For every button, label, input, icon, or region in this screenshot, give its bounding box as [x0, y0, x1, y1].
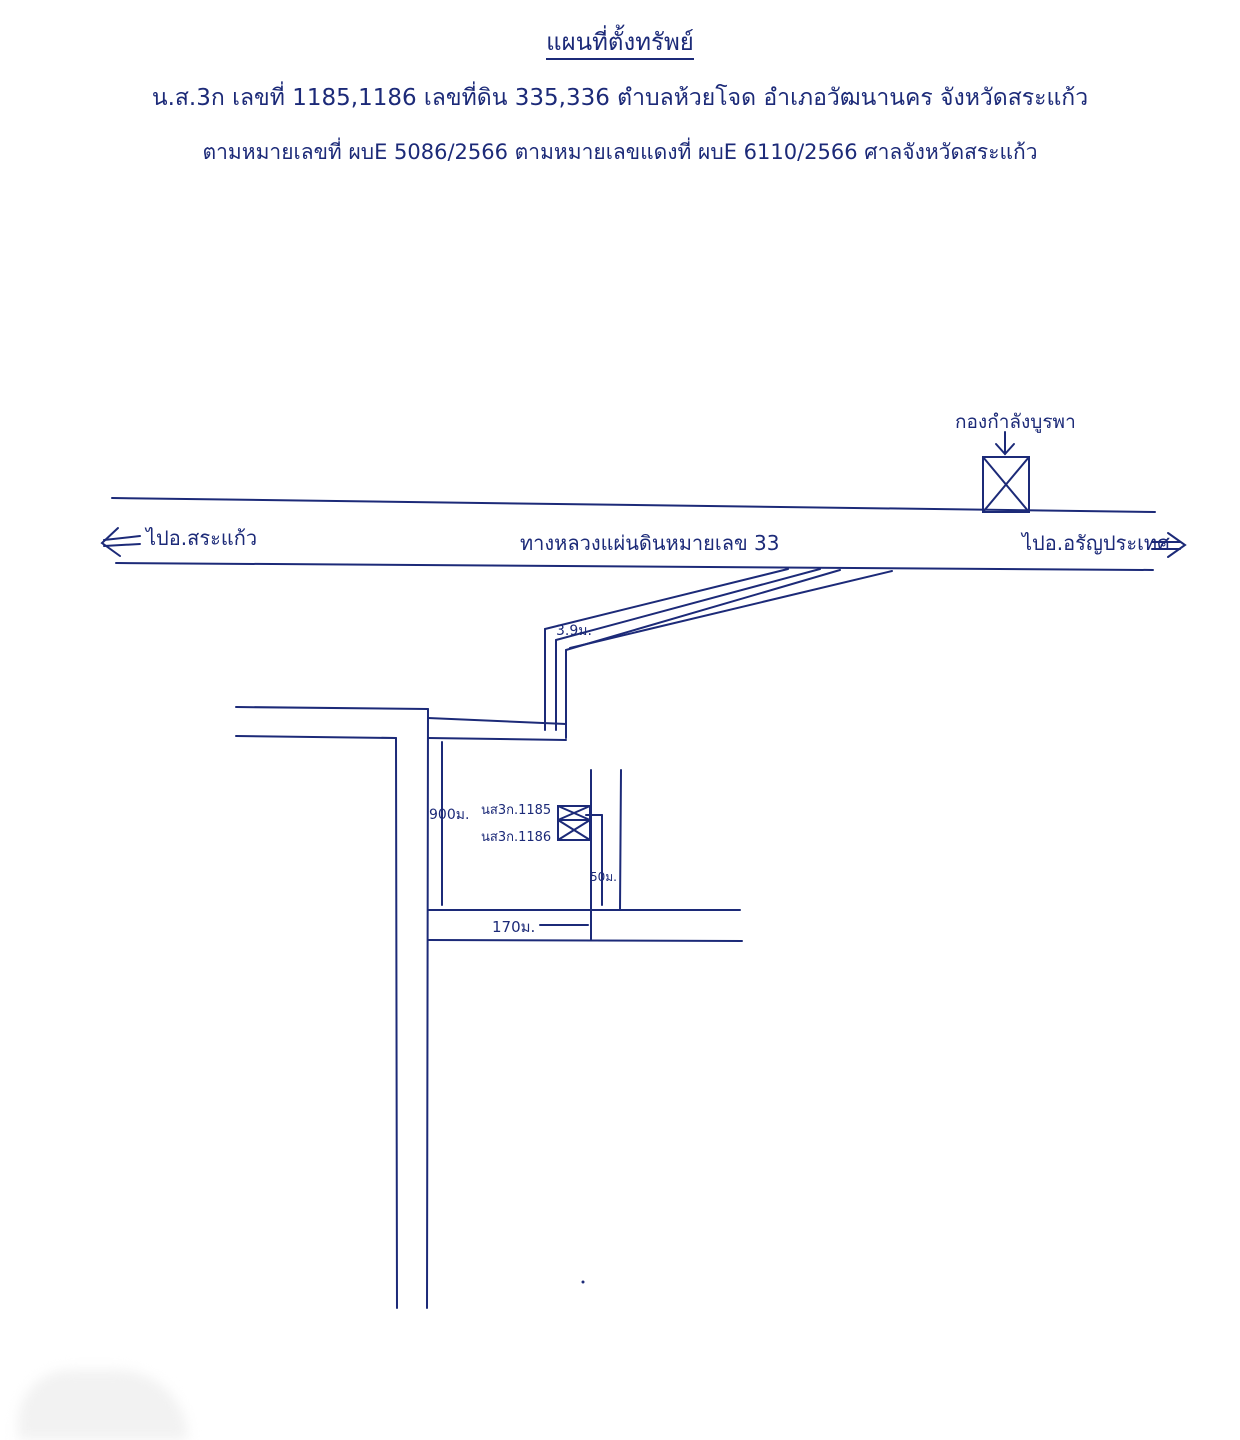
- local-road-west-bottom: [235, 735, 397, 739]
- plot-1185-icon: [557, 805, 591, 821]
- landmark-box-icon: [982, 456, 1030, 513]
- ew-spur-bottom: [427, 939, 743, 942]
- highway-south-edge: [115, 562, 1154, 571]
- highway-north-edge: [111, 497, 1156, 513]
- direction-label-west: ไปอ.สระแก้ว: [146, 526, 258, 550]
- arrow-left-icon: [100, 527, 141, 557]
- side-lane-east: [619, 769, 622, 911]
- distance-170-label: 170ม.: [492, 918, 536, 936]
- local-road-west-top: [235, 706, 429, 710]
- ns-road-west-edge: [395, 737, 398, 1309]
- highway-label: ทางหลวงแผ่นดินหมายเลข 33: [520, 531, 780, 555]
- arrow-right-icon: [1151, 532, 1187, 558]
- title-1185-label: นส3ก.1185: [481, 803, 552, 818]
- access-lane: [427, 568, 893, 741]
- landmark-pointer-icon: [995, 431, 1015, 456]
- distance-900-label: 900ม.: [429, 807, 470, 823]
- ns-road-east-edge: [426, 708, 429, 1309]
- landmark-label: กองกำลังบูรพา: [955, 411, 1076, 433]
- access-width-label: 3.9ม.: [556, 623, 592, 639]
- map-title: แผนที่ตั้งทรัพย์: [0, 22, 1240, 61]
- court-case-reference: ตามหมายเลขที่ ผบE 5086/2566 ตามหมายเลขแด…: [202, 140, 1038, 164]
- direction-label-east: ไปอ.อรัญประเทศ: [1022, 531, 1170, 555]
- title-1186-label: นส3ก.1186: [481, 830, 552, 845]
- deed-description: น.ส.3ก เลขที่ 1185,1186 เลขที่ดิน 335,33…: [151, 85, 1089, 111]
- distance-50-label: 50ม.: [590, 870, 617, 884]
- plot-1186-icon: [557, 819, 591, 841]
